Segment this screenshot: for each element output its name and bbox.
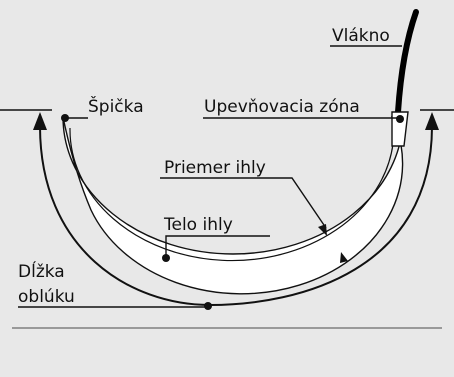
diameter-label: Priemer ihly [164, 158, 266, 178]
diameter-leader-line [160, 177, 327, 229]
body-label: Telo ihly [163, 215, 233, 235]
arc-length-label-line1: Dĺžka [18, 260, 65, 282]
arc-midpoint-dot [204, 302, 212, 310]
needle-body [62, 116, 404, 295]
suture-fiber [395, 9, 419, 115]
arc-arrowhead-left [33, 112, 47, 130]
body-dot [162, 254, 170, 262]
fiber-label: Vlákno [332, 26, 390, 46]
arc-length-label-line2: oblúku [18, 287, 75, 307]
diameter-arrowhead-outer [318, 224, 327, 236]
swage-zone [391, 111, 409, 147]
arc-arrowhead-right [425, 112, 439, 130]
diameter-arrowhead-inner [340, 252, 348, 263]
swage-dot [396, 115, 404, 123]
swage-zone-label: Upevňovacia zóna [204, 97, 360, 117]
needle-groove-line [69, 127, 394, 262]
tip-label: Špička [88, 95, 144, 117]
body-leader-line [165, 235, 270, 257]
